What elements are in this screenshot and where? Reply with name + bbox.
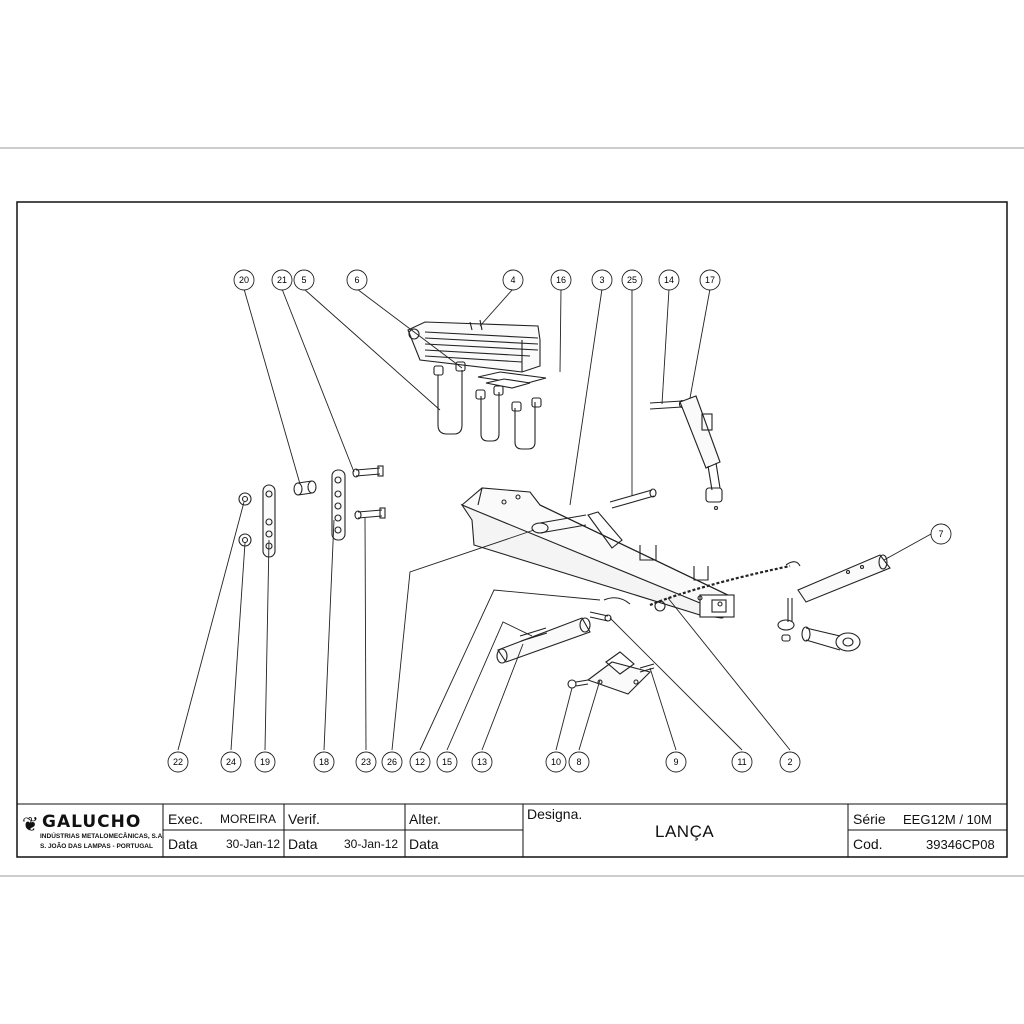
balloon-number: 22 <box>173 757 183 767</box>
balloon-number: 19 <box>260 757 270 767</box>
balloon-13: 13 <box>471 751 493 773</box>
data-label-3: Data <box>409 836 439 852</box>
pin-23 <box>354 507 386 520</box>
link-18 <box>331 469 346 541</box>
balloon-12: 12 <box>409 751 431 773</box>
cod-value: 39346CP08 <box>926 837 995 852</box>
balloon-22: 22 <box>167 751 189 773</box>
pin-25 <box>609 488 657 509</box>
exec-label: Exec. <box>168 811 204 827</box>
bracket-8 <box>586 651 655 695</box>
leader-lines <box>177 288 932 751</box>
balloon-25: 25 <box>621 269 643 291</box>
balloon-9: 9 <box>665 751 687 773</box>
pin-21 <box>352 465 384 478</box>
balloon-3: 3 <box>591 269 613 291</box>
balloon-number: 16 <box>556 275 566 285</box>
towing-eye <box>777 598 861 652</box>
bushing-20 <box>293 480 317 496</box>
balloon-number: 20 <box>239 275 249 285</box>
balloon-14: 14 <box>658 269 680 291</box>
link-19 <box>262 484 276 558</box>
company-line-1: INDÚSTRIAS METALOMECÂNICAS, S.A. <box>40 833 165 840</box>
spring-plate-lower <box>485 378 531 389</box>
balloon-19: 19 <box>254 751 276 773</box>
balloon-number: 11 <box>737 757 746 767</box>
balloon-number: 24 <box>226 757 236 767</box>
chain-ring <box>654 600 666 612</box>
balloon-number: 21 <box>277 275 287 285</box>
chain-hook <box>785 561 801 567</box>
cod-label: Cod. <box>853 836 883 852</box>
balloon-number: 18 <box>319 757 329 767</box>
verif-label: Verif. <box>288 811 320 827</box>
balloon-number: 8 <box>576 757 581 767</box>
balloon-number: 9 <box>673 757 678 767</box>
balloon-4: 4 <box>502 269 524 291</box>
balloon-20: 20 <box>233 269 255 291</box>
balloon-24: 24 <box>220 751 242 773</box>
balloon-number: 13 <box>477 757 487 767</box>
pin-11 <box>589 611 612 622</box>
balloon-10: 10 <box>545 751 567 773</box>
balloon-21: 21 <box>271 269 293 291</box>
clevis-12 <box>603 597 631 605</box>
balloon-number: 5 <box>301 275 306 285</box>
logo-mark: ❦ <box>22 814 39 836</box>
leaf-spring-pack <box>407 319 541 373</box>
balloon-2: 2 <box>779 751 801 773</box>
item-balloons: 20 21 5 6 4 16 3 25 14 17 7 22 24 19 18 23 26 12 15 13 10 8 9 1… <box>167 269 952 773</box>
balloon-16: 16 <box>550 269 572 291</box>
designation-label: Designa. <box>527 806 583 822</box>
balloon-26: 26 <box>381 751 403 773</box>
balloon-number: 26 <box>387 757 397 767</box>
company-line-2: S. JOÃO DAS LAMPAS - PORTUGAL <box>40 843 153 850</box>
data-value-2: 30-Jan-12 <box>344 837 399 851</box>
balloon-number: 12 <box>415 757 425 767</box>
balloon-7: 7 <box>930 523 952 545</box>
balloon-number: 2 <box>787 757 792 767</box>
data-label-1: Data <box>168 836 198 852</box>
drawbar-extension <box>797 554 891 603</box>
drawbar-beam <box>460 487 735 619</box>
serie-value: EEG12M / 10M <box>903 812 992 827</box>
company-name: GALUCHO <box>42 812 142 832</box>
designation-value: LANÇA <box>655 822 715 841</box>
u-bolts <box>433 361 542 450</box>
balloon-18: 18 <box>313 751 335 773</box>
balloon-11: 11 <box>731 751 753 773</box>
balloon-number: 4 <box>510 275 515 285</box>
balloon-23: 23 <box>355 751 377 773</box>
bolt-10 <box>567 679 589 689</box>
alter-label: Alter. <box>409 811 441 827</box>
balloon-number: 10 <box>551 757 561 767</box>
balloon-number: 15 <box>442 757 452 767</box>
balloon-number: 25 <box>627 275 637 285</box>
balloon-17: 17 <box>699 269 721 291</box>
balloon-number: 14 <box>664 275 674 285</box>
balloon-5: 5 <box>293 269 315 291</box>
nuts-22-24 <box>238 492 252 547</box>
balloon-number: 17 <box>705 275 715 285</box>
exec-value: MOREIRA <box>220 812 277 826</box>
side-bar-13 <box>496 617 591 664</box>
balloon-number: 7 <box>938 529 943 539</box>
data-label-2: Data <box>288 836 318 852</box>
balloon-number: 3 <box>599 275 604 285</box>
title-block-grid <box>16 803 1008 858</box>
exploded-view <box>238 319 891 695</box>
hydraulic-jack <box>679 395 723 511</box>
balloon-number: 6 <box>354 275 359 285</box>
serie-label: Série <box>853 811 886 827</box>
balloon-15: 15 <box>436 751 458 773</box>
balloon-8: 8 <box>568 751 590 773</box>
balloon-number: 23 <box>361 757 371 767</box>
balloon-6: 6 <box>346 269 368 291</box>
data-value-1: 30-Jan-12 <box>226 837 281 851</box>
